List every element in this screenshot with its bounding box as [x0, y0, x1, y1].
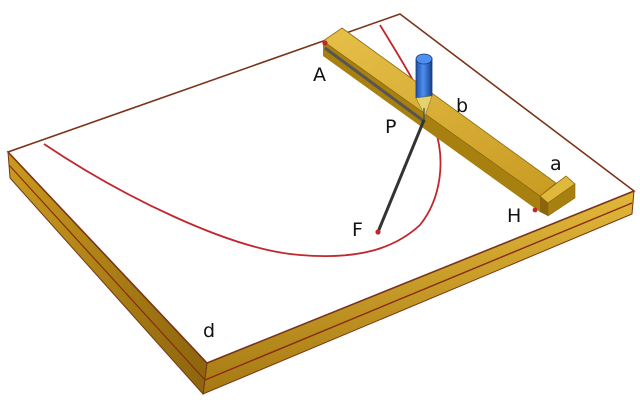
label-h: H: [507, 205, 521, 227]
point-f: [375, 229, 381, 235]
point-h: [532, 207, 538, 213]
ruler-bar-side: [323, 41, 540, 212]
ruler-edge-line: [324, 46, 426, 124]
label-p: P: [385, 116, 396, 138]
label-b: b: [456, 95, 468, 117]
label-d: d: [203, 320, 215, 342]
label-a-crossbar: a: [550, 153, 562, 175]
pencil-tip: [415, 95, 433, 117]
t-square-ruler: [322, 27, 576, 217]
pencil-icon: [415, 53, 433, 120]
board-top-surface: [6, 13, 636, 364]
board-front-inner-line: [204, 202, 633, 381]
point-a: [322, 40, 328, 46]
pencil-top: [415, 53, 433, 65]
string-p-to-f: [376, 119, 426, 233]
board-left-inner-line: [8, 164, 206, 381]
drawing-board: [6, 13, 636, 396]
label-a: A: [313, 64, 326, 86]
label-f: F: [352, 219, 363, 241]
ruler-crossbar-end: [540, 196, 548, 216]
